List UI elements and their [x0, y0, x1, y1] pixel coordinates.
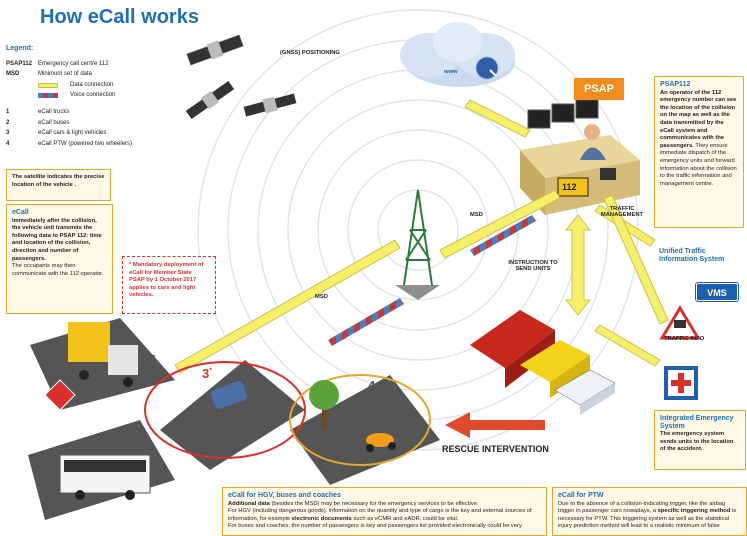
legend-desc-2: eCall buses	[38, 119, 70, 126]
integrated-emergency-box: Integrated Emergency System The emergenc…	[654, 410, 746, 470]
satellite-icon	[186, 34, 244, 66]
legend-desc-3: eCall cars & light vehicles	[38, 130, 107, 137]
psap112-box-body: They ensure immediate dispatch of the em…	[660, 142, 737, 187]
bus-icon	[59, 454, 151, 500]
vms-sign: VMS	[695, 282, 739, 302]
hgv-l1: (besides the MSD) may be necessary for t…	[269, 500, 479, 507]
hgv-box: eCall for HGV, buses and coaches Additio…	[222, 487, 547, 536]
hazard-sign-icon	[44, 379, 76, 411]
road-4	[290, 375, 440, 485]
ptw-l2: is necessary for PTW. This triggering sy…	[558, 508, 737, 530]
vehicle-number-2: 2	[42, 480, 50, 495]
legend-desc-1: eCall trucks	[38, 108, 70, 115]
unified-traffic-heading: Unified Traffic Information System	[659, 248, 725, 263]
www-label: www	[444, 69, 458, 75]
ptw-box-heading: eCall for PTW	[558, 492, 604, 499]
legend-desc-data: Data connection	[70, 81, 114, 88]
police-car-icon	[554, 369, 616, 415]
psap112-box-heading: PSAP112	[660, 81, 691, 88]
legend-key-psap112: PSAP112	[6, 60, 33, 67]
hgv-l2-bold: electronic documents	[291, 515, 352, 522]
instruction-label: INSTRUCTION TO SEND UNITS	[508, 260, 558, 272]
legend-key-msd: MSD	[6, 71, 20, 78]
rescue-arrow	[445, 412, 545, 438]
ptw-l1-bold: specific triggering method	[657, 508, 731, 515]
satellite-icon	[185, 80, 235, 120]
hgv-l2-end: such as eCMR and eADR, could be vital.	[351, 515, 459, 522]
legend-desc-psap112: Emergency call centre 112	[38, 60, 109, 67]
msd-label-lower: MSD	[315, 294, 328, 300]
vehicle-number-3: 3*	[202, 366, 212, 381]
road-3	[160, 360, 305, 470]
ecall-box: eCall Immediately after the collision, t…	[6, 204, 113, 314]
hgv-l3: For buses and coaches, the number of pas…	[228, 523, 522, 530]
cursor-icon	[489, 69, 497, 77]
rescue-intervention-label: RESCUE INTERVENTION	[442, 444, 549, 454]
legend-num-1: 1	[6, 108, 10, 115]
hgv-box-heading: eCall for HGV, buses and coaches	[228, 492, 341, 499]
ecall-box-bold: Immediately after the collision, the veh…	[12, 217, 102, 262]
unified-traffic-box: Unified Traffic Information System	[654, 244, 744, 274]
msd-label-upper: MSD	[470, 212, 483, 218]
hgv-l2: For HGV (including dangerous goods), inf…	[228, 508, 532, 522]
satellite-note-box: The satellite indicates the precise loca…	[6, 169, 111, 201]
tree-icon	[309, 380, 339, 430]
psap-operator-desk	[520, 99, 640, 215]
crashed-car-icon	[211, 381, 247, 409]
data-connection-arrows	[174, 99, 669, 374]
vehicle-number-1: 1	[150, 352, 158, 367]
ptw-box: eCall for PTW Due to the absence of a co…	[552, 487, 747, 536]
psap112-box: PSAP112 An operator of the 112 emergency…	[654, 76, 744, 228]
voice-connection-swatch	[38, 93, 58, 99]
legend-desc-voice: Voice connection	[70, 92, 116, 99]
legend-desc-4: eCall PTW (powered two wheelers)	[38, 140, 133, 147]
legend-desc-msd: Minimum set of data	[38, 71, 93, 78]
mandatory-star: *	[209, 367, 212, 375]
psap-badge: PSAP	[574, 78, 624, 100]
radio-tower-icon	[403, 189, 433, 286]
ecall-box-heading: eCall	[12, 209, 29, 216]
sign-112	[557, 177, 589, 197]
page-title: How eCall works	[40, 6, 199, 28]
motorcycle-icon	[366, 433, 396, 452]
legend-num-2: 2	[6, 119, 10, 126]
operator-icon	[584, 124, 600, 140]
satellite-icon	[243, 93, 297, 117]
voice-connection-arrows	[328, 215, 536, 346]
ecall-box-body: The occupants may then communicate with …	[12, 263, 104, 277]
traffic-info-label: TRAFFIC INFO	[664, 336, 705, 342]
legend-num-4: 4	[6, 140, 10, 147]
data-connection-swatch	[38, 82, 58, 88]
truck-icon	[68, 322, 138, 387]
cloud-icon	[400, 22, 515, 87]
sign-112-label: 112	[562, 182, 577, 192]
gnss-label: (GNSS) POSITIONING	[280, 50, 340, 56]
accident-highlight-4	[289, 374, 431, 466]
mandatory-deployment-note: * Mandatory deployment of eCall for Memb…	[122, 256, 216, 314]
integrated-emergency-heading: Integrated Emergency System	[660, 415, 734, 430]
accident-highlight-3	[144, 361, 306, 459]
ptw-l1: Due to the absence of a collision-indica…	[558, 500, 726, 515]
vehicle-number-4: 4	[368, 378, 376, 393]
hgv-l1-bold: Additional data	[228, 500, 270, 507]
legend-num-3: 3	[6, 130, 10, 137]
integrated-emergency-bold: The emergency system sends units to the …	[660, 431, 734, 453]
psap112-box-bold: An operator of the 112 emergency number …	[660, 89, 737, 149]
legend: Legend: PSAP112 Emergency call centre 112…	[6, 44, 196, 149]
traffic-management-label: TRAFFIC MANAGEMENT	[600, 206, 644, 218]
legend-heading: Legend:	[6, 45, 34, 52]
